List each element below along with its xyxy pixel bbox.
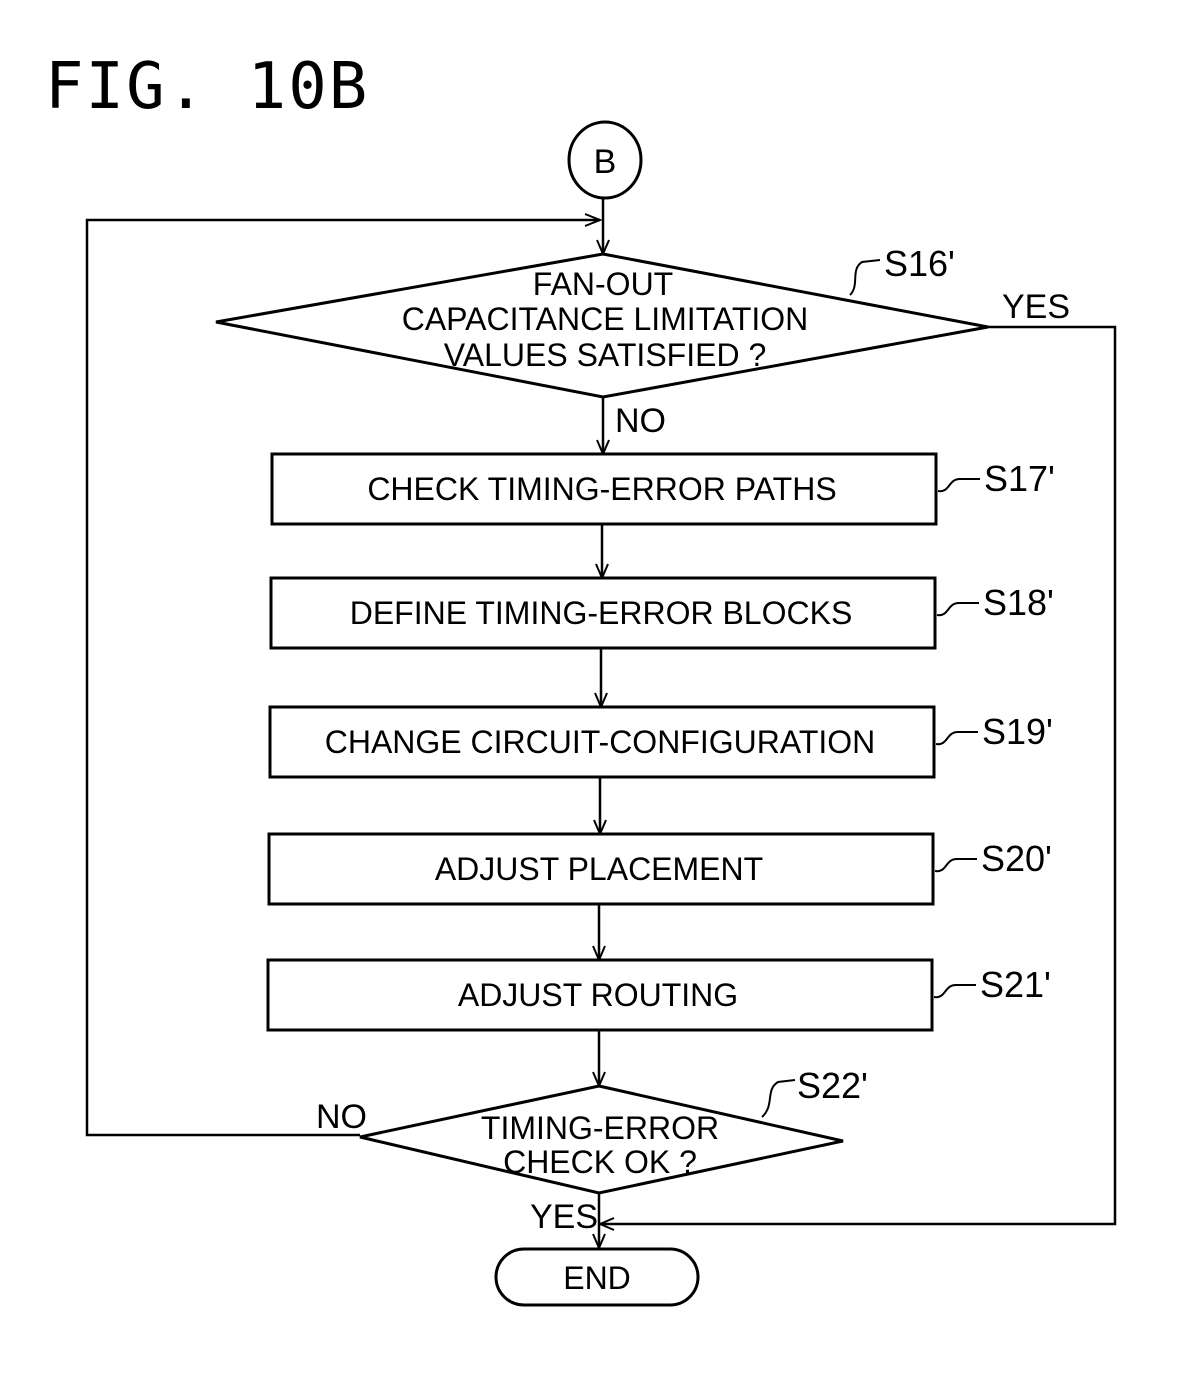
process-step: CHANGE CIRCUIT-CONFIGURATION S19' [268, 705, 1053, 779]
step-id: S16' [884, 243, 955, 284]
yes-label: YES [1002, 288, 1070, 326]
decision-s22: TIMING-ERROR CHECK OK ? S22' NO YES [316, 1065, 868, 1236]
terminal-label: END [563, 1260, 631, 1296]
process-box [266, 958, 934, 1032]
no-label: NO [316, 1098, 367, 1136]
step-leader [933, 984, 976, 999]
yes-label: YES [530, 1198, 598, 1236]
process-box [269, 576, 937, 650]
step-leader [937, 478, 980, 493]
process-step: ADJUST ROUTING S21' [266, 958, 1051, 1032]
process-box [267, 832, 935, 906]
process-step: CHECK TIMING-ERROR PATHS S17' [270, 452, 1055, 526]
process-label: CHECK TIMING-ERROR PATHS [367, 471, 836, 507]
step-id: S22' [797, 1065, 868, 1106]
terminal-shape [494, 1247, 700, 1307]
process-box [270, 452, 938, 526]
decision-line-3: VALUES SATISFIED ? [444, 337, 766, 373]
process-box [268, 705, 936, 779]
step-id: S18' [983, 582, 1054, 623]
process-step: ADJUST PLACEMENT S20' [267, 832, 1052, 906]
step-leader [849, 259, 881, 296]
step-leader [936, 602, 979, 617]
step-leader [761, 1079, 796, 1118]
process-label: ADJUST ROUTING [458, 977, 738, 1013]
connector-label: B [594, 143, 617, 181]
connector-b: B [567, 120, 643, 200]
process-step: DEFINE TIMING-ERROR BLOCKS S18' [269, 576, 1054, 650]
decision-line-1: FAN-OUT [533, 266, 673, 302]
process-label: CHANGE CIRCUIT-CONFIGURATION [325, 724, 876, 760]
process-steps: CHECK TIMING-ERROR PATHS S17' DEFINE TIMIN… [266, 452, 1055, 1032]
connector-circle [567, 120, 643, 200]
process-label: DEFINE TIMING-ERROR BLOCKS [350, 595, 853, 631]
loop-arrowhead [584, 213, 603, 227]
step-id: S17' [984, 458, 1055, 499]
step-id: S19' [982, 711, 1053, 752]
step-leader [934, 858, 977, 873]
step-id: S20' [981, 838, 1052, 879]
step-id: S21' [980, 964, 1051, 1005]
process-label: ADJUST PLACEMENT [435, 851, 763, 887]
step-leader [935, 731, 978, 746]
decision-line-2: CHECK OK ? [503, 1144, 697, 1180]
loop-back-line [85, 218, 600, 1137]
figure-title: FIG. 10B [45, 50, 369, 124]
no-label: NO [615, 402, 666, 440]
decision-line-2: CAPACITANCE LIMITATION [402, 301, 809, 337]
decision-s16: FAN-OUT CAPACITANCE LIMITATION VALUES SA… [215, 243, 1070, 440]
decision-line-1: TIMING-ERROR [481, 1110, 719, 1146]
end-terminal: END [494, 1247, 700, 1307]
yes-bypass-line [600, 325, 1117, 1226]
